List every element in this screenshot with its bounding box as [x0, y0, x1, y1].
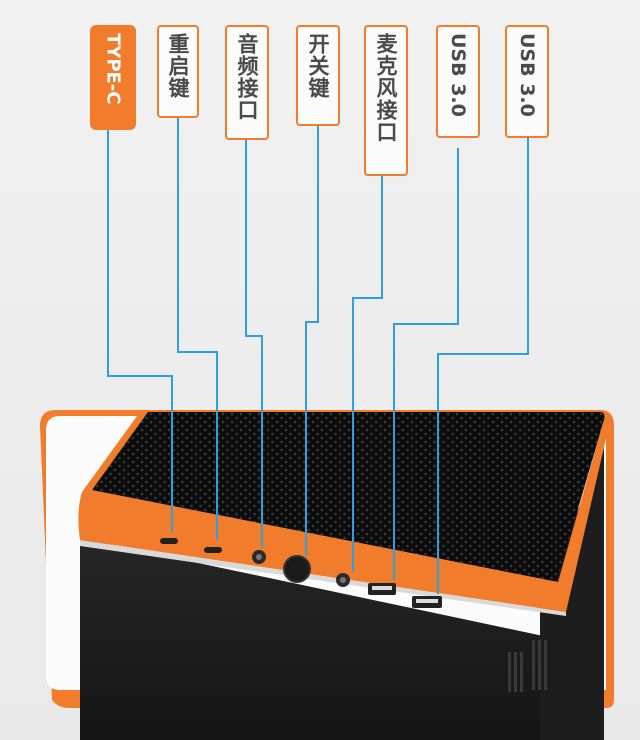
label-mic: 麦克风接口 — [364, 25, 408, 176]
label-usb-1: USB 3.0 — [436, 25, 480, 138]
label-audio: 音频接口 — [225, 25, 269, 140]
label-restart: 重启键 — [157, 25, 199, 118]
label-power: 开关键 — [296, 25, 340, 126]
line-usb2 — [437, 138, 529, 594]
case-front-panel — [80, 538, 600, 740]
orange-top-bezel — [78, 412, 608, 612]
typec-port-icon — [160, 538, 178, 544]
label-usb-2: USB 3.0 — [505, 25, 549, 138]
restart-typec-icon — [204, 547, 222, 553]
line-type-c — [107, 130, 173, 532]
power-button-icon — [283, 555, 311, 583]
line-mic — [352, 176, 383, 572]
line-power — [305, 126, 319, 556]
line-restart — [177, 118, 218, 540]
top-mesh-panel — [90, 412, 605, 584]
line-usb1 — [393, 148, 459, 580]
line-audio — [245, 140, 263, 548]
label-type-c: TYPE-C — [90, 25, 136, 130]
